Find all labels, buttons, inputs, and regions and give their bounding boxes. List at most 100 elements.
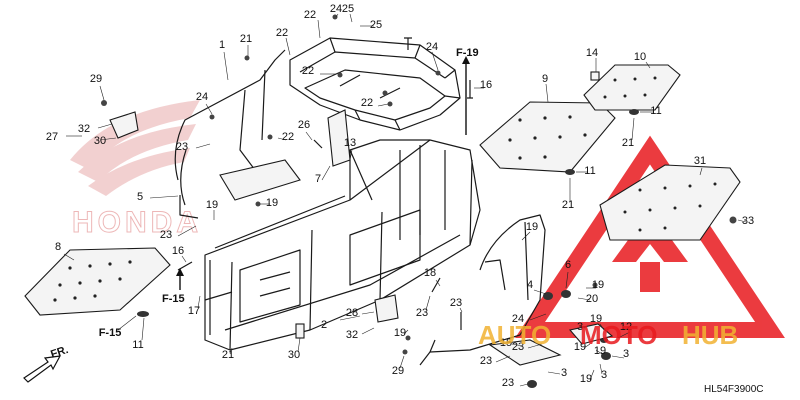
callout-number: 30 [94,135,106,147]
callout-number: 21 [622,137,634,149]
floor-panel-left [24,247,171,316]
callout-leader [577,297,591,301]
callout-leader [631,117,635,141]
f15-arrowhead [176,268,184,276]
callout-number: 24 [512,313,524,325]
callout-number: 31 [694,155,706,167]
callout-number: 26 [298,119,310,131]
callout-leader [197,295,201,309]
callout-number: 5 [137,191,143,203]
callout-number: 22 [302,65,314,77]
watermark-hub: HUB [682,320,738,350]
upper-rear-frame [289,37,461,131]
callout-leader [589,369,595,381]
callout-leader [495,355,511,363]
front-frame-tube [174,49,286,219]
callout-number: 15 [500,337,512,349]
callout-number: 19 [592,279,604,291]
callout-leader [99,85,105,101]
callout-number: 11 [584,165,595,177]
callout-leader [565,271,569,289]
callout-leader [335,13,339,18]
callout-number: 6 [565,259,571,271]
callout-leader [229,347,233,355]
callout-number: 23 [160,229,172,241]
callout-leader [297,337,301,353]
callout-leader [223,51,229,81]
callout-leader [97,123,113,129]
callout-number: 3 [561,367,567,379]
callout-number: 27 [46,131,58,143]
callout-number: 18 [424,267,436,279]
diagram-code: HL54F3900C [704,384,763,395]
callout-number: 29 [90,73,102,85]
callout-leader [611,355,625,359]
callout-leader [595,349,603,355]
floor-panel-rear [583,64,681,111]
callout-number: 19 [590,313,602,325]
bracket-32 [109,111,139,139]
callout-leader [117,315,137,331]
callout-leader [361,327,375,335]
callout-leader [317,19,321,39]
floor-panel-right-holes [623,182,717,232]
mount-15 [488,339,562,366]
callout-leader [403,329,409,335]
callout-leader [181,255,187,263]
callout-number: 3 [623,348,629,360]
callout-number: 19 [574,341,586,353]
callout-number: 11 [132,339,143,351]
callout-number: 3 [601,369,607,381]
callout-leader [305,131,313,141]
callout-number: 14 [586,47,598,59]
ref-f19: F-19 [456,47,479,59]
callout-number: 24 [196,91,208,103]
bracket-28 [374,294,399,323]
callout-leader [521,231,531,241]
callout-leader [431,51,439,71]
callout-number: 23 [502,377,514,389]
honda-wordmark: HONDA [72,206,202,239]
callout-number: 19 [580,373,592,385]
callout-number: 23 [416,307,428,319]
callout-leader [599,323,605,331]
callout-number: 1 [219,39,225,51]
callout-number: 22 [282,131,294,143]
callout-number: 19 [206,199,218,211]
callout-leader [425,295,431,311]
automotohub-wordmark: AUTO MOTO HUB [478,320,738,350]
callout-number: 22 [276,27,288,39]
callout-number: 25 [370,19,382,31]
callout-leader [545,83,549,103]
callout-number: 23 [512,341,524,353]
collar-18 [295,323,305,339]
callout-number: 13 [344,137,356,149]
callout-number: 22 [361,97,373,109]
callout-leader [529,313,547,321]
callout-number: 30 [288,349,300,361]
callout-leader [533,289,547,295]
callout-number: 32 [346,329,358,341]
callout-number: 19 [526,221,538,233]
callout-leader [583,343,591,349]
callout-leader [177,225,197,237]
callout-leader [349,13,353,23]
floor-panel-center [479,101,616,173]
front-direction-arrow [23,355,62,383]
floor-panel-right [599,164,741,241]
callout-number: 21 [562,199,574,211]
callout-number: F-15 [99,327,122,339]
callout-leader [459,307,463,313]
callout-number: 23 [176,141,188,153]
callout-leader [399,355,405,369]
callout-leader [599,363,603,375]
callout-leader [511,343,523,347]
callout-leader [527,343,543,349]
watermark-moto: MOTO [580,320,658,350]
f19-arrowhead [462,56,470,64]
callout-leader [519,383,529,387]
callout-number: 24 [330,3,342,15]
watermark-auto: AUTO [478,320,551,350]
